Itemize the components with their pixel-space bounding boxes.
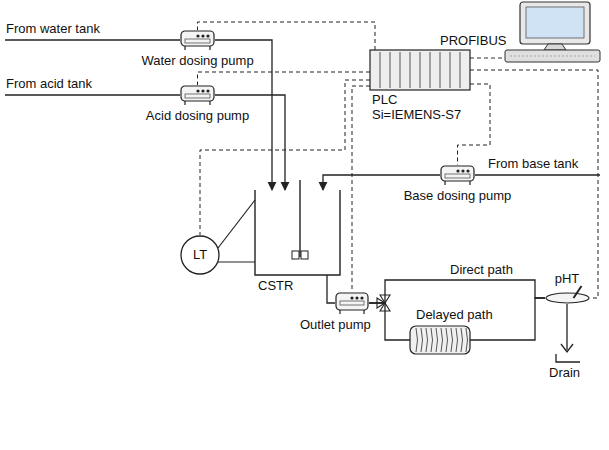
signal-line bbox=[198, 72, 371, 85]
dosing-pump: Base dosing pump bbox=[440, 165, 475, 185]
plant-label: From base tank bbox=[488, 157, 578, 171]
water-inlet-pipe bbox=[5, 39, 180, 40]
delay-coil-outline bbox=[410, 326, 470, 354]
node-label: Water dosing pump bbox=[141, 54, 253, 68]
cstr-tank: CSTR bbox=[255, 190, 340, 275]
acid-inlet-pipe bbox=[5, 94, 180, 95]
computer-symbol bbox=[505, 2, 600, 62]
plant-label: From acid tank bbox=[6, 77, 92, 91]
dosing-pump: Acid dosing pump bbox=[180, 85, 215, 105]
node-label: pHT bbox=[555, 272, 580, 286]
node-label: Outlet pump bbox=[300, 318, 371, 332]
cstr-tank-outline bbox=[255, 190, 340, 275]
profibus-cable bbox=[470, 57, 505, 58]
drain-arrowhead bbox=[561, 344, 573, 352]
plant-label: PROFIBUS bbox=[440, 34, 506, 48]
dosing-pump-outline bbox=[180, 85, 215, 105]
signal-line bbox=[200, 80, 370, 235]
node-label: PLC bbox=[372, 93, 397, 107]
level-transmitter: LT bbox=[180, 235, 220, 275]
delay-coil: Delayed path bbox=[410, 326, 470, 354]
node-label: CSTR bbox=[258, 279, 293, 293]
node-label: Si=IEMENS-S7 bbox=[372, 108, 461, 122]
plant-label: From water tank bbox=[6, 22, 100, 36]
ph-transmitter: pHT bbox=[545, 292, 590, 304]
dosing-pump-outline bbox=[180, 30, 215, 50]
plc-rack-outline bbox=[370, 50, 470, 90]
plant-label: Drain bbox=[549, 366, 580, 380]
pipe-line bbox=[369, 303, 410, 340]
drain-basin bbox=[556, 354, 580, 362]
signal-line bbox=[198, 22, 376, 50]
dosing-pump-outline bbox=[440, 165, 475, 185]
node-label: LT bbox=[193, 248, 207, 262]
drain-pipe bbox=[566, 304, 567, 350]
signal-line bbox=[458, 84, 491, 165]
pipe-line bbox=[327, 275, 335, 303]
plc-rack: PLCSi=IEMENS-S7 bbox=[370, 50, 470, 90]
edge-label: Direct path bbox=[448, 263, 515, 277]
signal-line bbox=[352, 86, 370, 292]
level-transmitter-mount bbox=[218, 200, 255, 262]
node-label: Delayed path bbox=[416, 308, 493, 322]
outlet-pump: Outlet pump bbox=[335, 292, 369, 314]
node-label: Base dosing pump bbox=[404, 189, 512, 203]
pipe-line bbox=[369, 280, 545, 303]
ph-transmitter-outline bbox=[545, 292, 590, 304]
node-label: Acid dosing pump bbox=[146, 109, 249, 123]
outlet-pump-outline bbox=[335, 292, 369, 314]
dosing-pump: Water dosing pump bbox=[180, 30, 215, 50]
pipe-line bbox=[323, 175, 440, 190]
base-inlet-pipe bbox=[475, 174, 600, 175]
